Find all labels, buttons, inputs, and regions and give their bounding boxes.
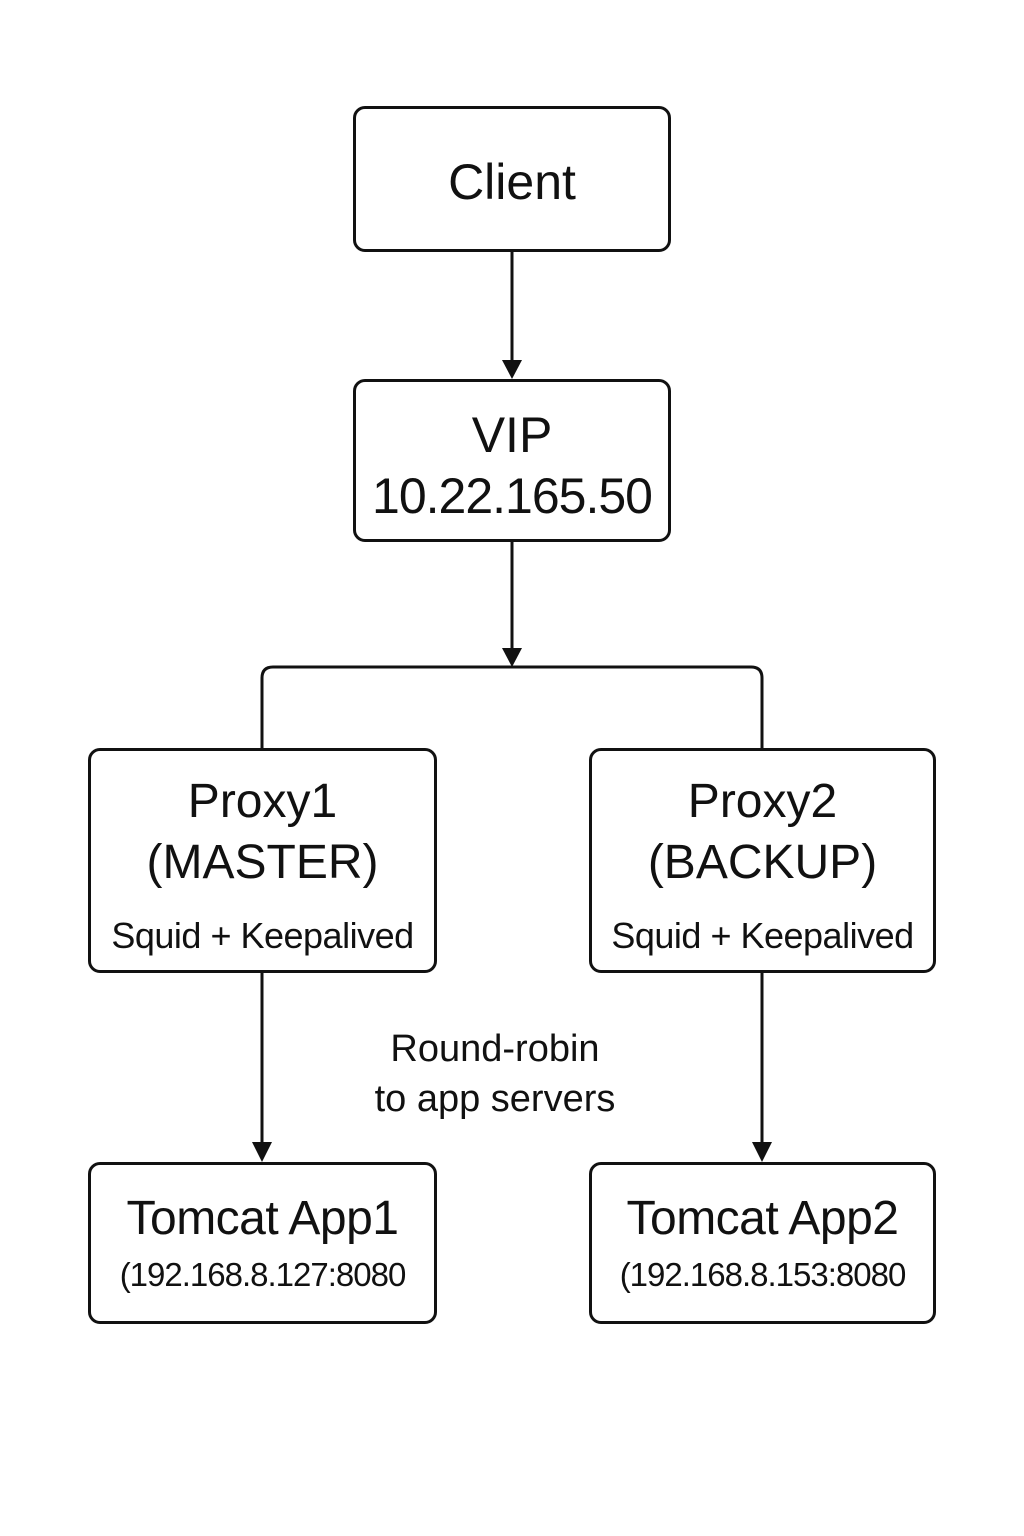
proxy1-role: (MASTER) [146, 836, 379, 889]
vip-node: VIP 10.22.165.50 [353, 379, 671, 542]
app2-name: Tomcat App2 [626, 1192, 900, 1245]
arrowhead-app2 [752, 1142, 772, 1162]
app1-name: Tomcat App1 [126, 1192, 400, 1245]
arrowhead-vip [502, 360, 522, 379]
client-label: Client [448, 154, 576, 210]
vip-label: VIP [471, 407, 553, 463]
proxy2-name: Proxy2 [687, 775, 838, 828]
note-line-1: Round-robin [390, 1028, 600, 1070]
proxy2-node: Proxy2 (BACKUP) Squid + Keepalived [589, 748, 936, 973]
split-connector [260, 665, 764, 748]
proxy2-software: Squid + Keepalived [611, 915, 914, 956]
vip-address: 10.22.165.50 [372, 468, 653, 524]
proxy1-software: Squid + Keepalived [111, 915, 414, 956]
proxy2-role: (BACKUP) [647, 836, 878, 889]
round-robin-note: Round-robin to app servers [330, 1024, 660, 1124]
proxy1-name: Proxy1 [187, 775, 338, 828]
note-line-2: to app servers [374, 1078, 616, 1120]
app1-address: (192.168.8.127:8080 [119, 1256, 407, 1293]
tomcat-app2-node: Tomcat App2 (192.168.8.153:8080 [589, 1162, 936, 1324]
tomcat-app1-node: Tomcat App1 (192.168.8.127:8080 [88, 1162, 437, 1324]
arrowhead-split [502, 648, 522, 667]
arrowhead-app1 [252, 1142, 272, 1162]
client-node: Client [353, 106, 671, 252]
app2-address: (192.168.8.153:8080 [619, 1256, 907, 1293]
proxy1-node: Proxy1 (MASTER) Squid + Keepalived [88, 748, 437, 973]
